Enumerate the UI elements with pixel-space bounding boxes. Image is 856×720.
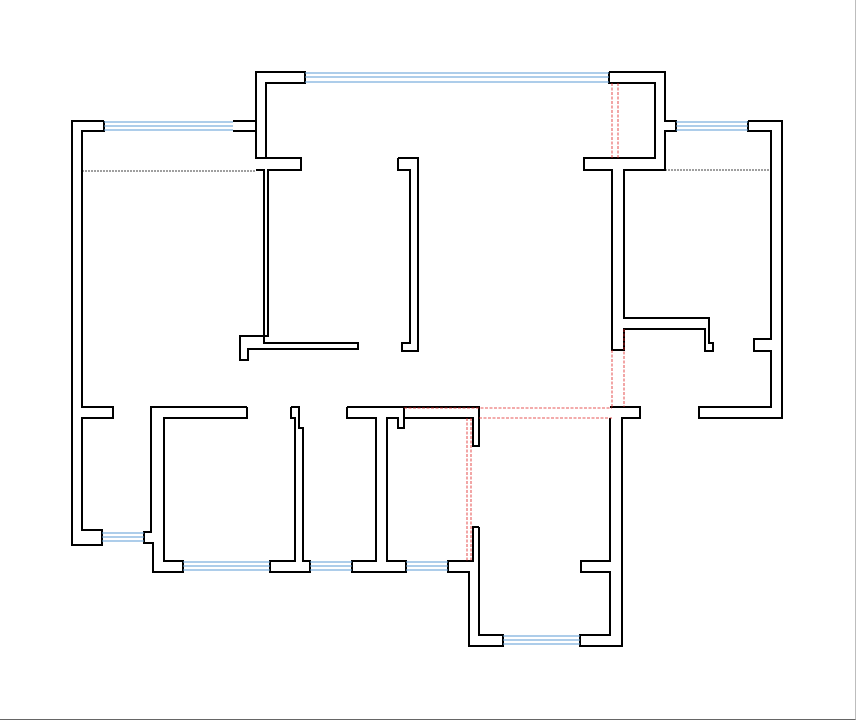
window-bottom-balcony [503, 635, 580, 645]
wall-balcony-bottom [447, 526, 504, 647]
wall-right-outer [698, 120, 783, 419]
window-bottom-bedroom [183, 561, 270, 571]
wall-top-right-notch [583, 71, 714, 352]
wall-top-left-corner [233, 120, 359, 361]
wall-top-left-room [71, 120, 114, 546]
wall-top-notch [255, 71, 306, 158]
wall-partition-mid [269, 406, 311, 573]
windows [102, 72, 748, 645]
wall-center-pillar [397, 157, 419, 352]
window-top-center [305, 72, 609, 83]
window-bottom-middle [310, 561, 352, 571]
window-bottom-bath [406, 561, 448, 571]
walls [71, 71, 783, 647]
dashed-lines [82, 169, 771, 172]
window-bottom-left [102, 532, 144, 542]
window-top-left [104, 121, 233, 131]
wall-right-lower [579, 406, 641, 647]
window-top-right [676, 121, 748, 131]
demolition-lines [404, 83, 625, 561]
wall-bath-room [346, 406, 480, 573]
wall-bedroom-left-bottom [143, 406, 248, 573]
